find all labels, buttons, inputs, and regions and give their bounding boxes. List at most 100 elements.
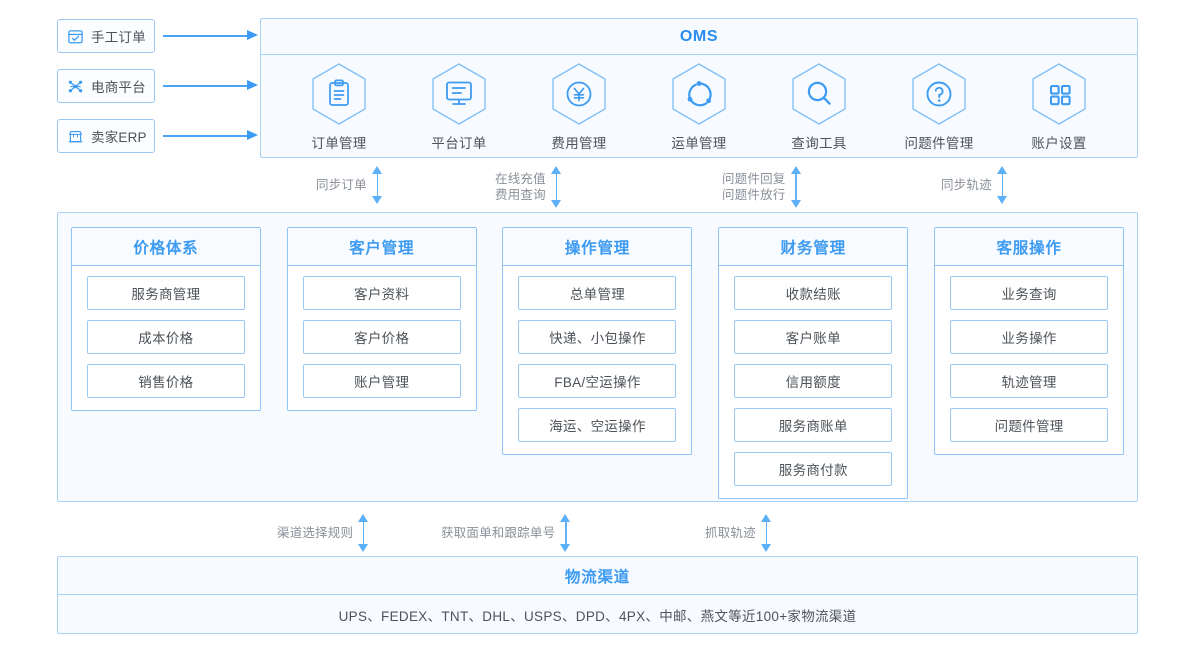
double-arrow-icon — [358, 514, 369, 552]
group-title: 价格体系 — [71, 228, 260, 266]
hex-frame — [550, 62, 608, 126]
group-title: 客服操作 — [935, 228, 1124, 266]
connector-fetch-tracking: 抓取轨迹 — [705, 514, 772, 552]
oms-module-query-tool[interactable]: 查询工具 — [763, 62, 875, 152]
arrow-ecommerce-to-oms — [163, 80, 258, 91]
connector-channel-selection-rule: 渠道选择规则 — [277, 514, 369, 552]
group-item[interactable]: 信用额度 — [734, 364, 893, 398]
oms-module-label: 平台订单 — [431, 135, 487, 151]
oms-module-label: 查询工具 — [791, 135, 847, 151]
group-item[interactable]: 服务商管理 — [86, 276, 245, 310]
sync-circle-icon — [687, 80, 712, 106]
hex-frame — [790, 62, 848, 126]
group-item[interactable]: 业务操作 — [950, 320, 1109, 354]
group-customer-service: 客服操作 业务查询 业务操作 轨迹管理 问题件管理 — [934, 227, 1125, 455]
oms-module-label: 账户设置 — [1031, 135, 1087, 151]
group-item-list: 总单管理 快递、小包操作 FBA/空运操作 海运、空运操作 — [503, 266, 691, 454]
hex-frame — [1030, 62, 1088, 126]
oms-module-order-management[interactable]: 订单管理 — [283, 62, 395, 152]
double-arrow-icon — [790, 166, 802, 208]
group-item[interactable]: 客户账单 — [734, 320, 893, 354]
group-item[interactable]: 客户价格 — [302, 320, 461, 354]
group-item[interactable]: 快递、小包操作 — [518, 320, 677, 354]
logistics-title: 物流渠道 — [58, 557, 1137, 595]
double-arrow-icon — [760, 514, 772, 552]
connector-get-label-and-tracking-number: 获取面单和跟踪单号 — [441, 514, 571, 552]
double-arrow-icon — [560, 514, 571, 552]
arrow-manual-order-to-oms — [163, 30, 258, 41]
group-item[interactable]: 业务查询 — [950, 276, 1109, 310]
connector-label: 渠道选择规则 — [277, 526, 354, 540]
search-icon — [807, 81, 831, 105]
yen-circle-icon — [566, 81, 592, 106]
oms-module-label: 订单管理 — [311, 135, 367, 151]
connector-label: 在线充值 费用查询 — [495, 172, 546, 202]
network-nodes-icon — [68, 80, 83, 92]
group-item[interactable]: 收款结账 — [734, 276, 893, 310]
group-price-system: 价格体系 服务商管理 成本价格 销售价格 — [70, 227, 261, 411]
logistics-channel-panel: 物流渠道 UPS、FEDEX、TNT、DHL、USPS、DPD、4PX、中邮、燕… — [57, 556, 1138, 634]
group-item-list: 客户资料 客户价格 账户管理 — [288, 266, 476, 410]
oms-module-label: 运单管理 — [671, 135, 727, 151]
source-label: 手工订单 — [91, 30, 146, 45]
group-operation-management: 操作管理 总单管理 快递、小包操作 FBA/空运操作 海运、空运操作 — [502, 227, 693, 455]
oms-panel: OMS 订单管理 — [260, 18, 1138, 158]
connector-label: 同步轨迹 — [941, 178, 992, 192]
connector-recharge-fee-query: 在线充值 费用查询 — [495, 166, 562, 208]
storefront-icon — [68, 130, 83, 142]
connector-label: 同步订单 — [316, 178, 367, 192]
group-item-list: 业务查询 业务操作 轨迹管理 问题件管理 — [935, 266, 1123, 454]
hex-frame — [310, 62, 368, 126]
oms-module-label: 费用管理 — [551, 135, 607, 151]
source-box-ecommerce-platform[interactable]: 电商平台 — [57, 69, 155, 103]
group-item[interactable]: 账户管理 — [302, 364, 461, 398]
oms-module-fee-management[interactable]: 费用管理 — [523, 62, 635, 152]
double-arrow-icon — [550, 166, 562, 208]
group-item[interactable]: 服务商账单 — [734, 408, 893, 442]
group-title: 客户管理 — [287, 228, 476, 266]
group-item[interactable]: FBA/空运操作 — [518, 364, 677, 398]
core-system-panel: 价格体系 服务商管理 成本价格 销售价格 客户管理 客户资料 客户价格 账户管理… — [57, 212, 1138, 502]
grid-squares-icon — [1049, 84, 1071, 105]
monitor-icon — [446, 81, 472, 105]
connector-sync-orders: 同步订单 — [316, 166, 383, 204]
source-box-seller-erp[interactable]: 卖家ERP — [57, 119, 155, 153]
source-label: 电商平台 — [91, 80, 146, 95]
oms-module-waybill-management[interactable]: 运单管理 — [643, 62, 755, 152]
oms-module-problem-item-management[interactable]: 问题件管理 — [883, 62, 995, 152]
group-item-list: 收款结账 客户账单 信用额度 服务商账单 服务商付款 — [719, 266, 907, 498]
group-item[interactable]: 总单管理 — [518, 276, 677, 310]
oms-module-account-settings[interactable]: 账户设置 — [1003, 62, 1115, 152]
oms-title: OMS — [261, 19, 1137, 55]
group-title: 财务管理 — [719, 228, 908, 266]
calendar-check-icon — [68, 29, 83, 43]
source-label: 卖家ERP — [91, 130, 147, 145]
group-item[interactable]: 轨迹管理 — [950, 364, 1109, 398]
hex-frame — [670, 62, 728, 126]
group-title: 操作管理 — [503, 228, 692, 266]
question-circle-icon — [926, 81, 952, 106]
group-item[interactable]: 销售价格 — [86, 364, 245, 398]
oms-module-label: 问题件管理 — [904, 135, 974, 151]
connector-label: 获取面单和跟踪单号 — [441, 526, 556, 540]
connector-problem-item-reply-release: 问题件回复 问题件放行 — [722, 166, 802, 208]
oms-module-list: 订单管理 平台订单 — [261, 55, 1137, 158]
connector-label: 抓取轨迹 — [705, 526, 756, 540]
group-item[interactable]: 海运、空运操作 — [518, 408, 677, 442]
group-item[interactable]: 问题件管理 — [950, 408, 1109, 442]
group-item[interactable]: 成本价格 — [86, 320, 245, 354]
connector-sync-tracking: 同步轨迹 — [941, 166, 1008, 204]
group-customer-management: 客户管理 客户资料 客户价格 账户管理 — [286, 227, 477, 411]
connector-label: 问题件回复 问题件放行 — [722, 172, 786, 202]
group-item[interactable]: 服务商付款 — [734, 452, 893, 486]
hex-frame — [430, 62, 488, 126]
arrow-erp-to-oms — [163, 130, 258, 141]
clipboard-icon — [329, 79, 349, 106]
oms-module-platform-order[interactable]: 平台订单 — [403, 62, 515, 152]
group-item-list: 服务商管理 成本价格 销售价格 — [72, 266, 260, 410]
group-finance-management: 财务管理 收款结账 客户账单 信用额度 服务商账单 服务商付款 — [718, 227, 909, 499]
group-item[interactable]: 客户资料 — [302, 276, 461, 310]
logistics-description: UPS、FEDEX、TNT、DHL、USPS、DPD、4PX、中邮、燕文等近10… — [338, 608, 857, 624]
source-box-manual-order[interactable]: 手工订单 — [57, 19, 155, 53]
